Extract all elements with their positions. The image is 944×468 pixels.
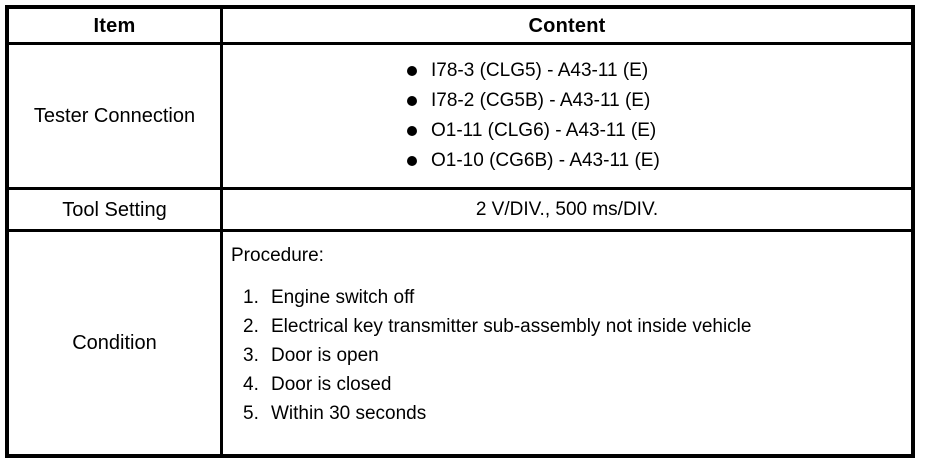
procedure-step-number: 5. <box>243 403 259 424</box>
procedure-title: Procedure: <box>231 245 324 266</box>
filled-circle-bullet-icon <box>407 96 417 106</box>
table-row-condition: Condition Procedure: 1. Engine switch of… <box>9 232 911 454</box>
procedure-step-list: 1. Engine switch off 2. Electrical key t… <box>231 287 911 432</box>
header-label-item: Item <box>93 14 136 37</box>
procedure-step-text: Door is closed <box>271 374 392 395</box>
header-label-content: Content <box>528 14 606 37</box>
list-item: 5. Within 30 seconds <box>231 403 911 432</box>
procedure-step-text: Engine switch off <box>271 287 415 308</box>
list-item: I78-2 (CG5B) - A43-11 (E) <box>407 86 650 116</box>
row-label-condition: Condition <box>72 332 157 354</box>
tester-connection-text: O1-10 (CG6B) - A43-11 (E) <box>431 150 660 171</box>
list-item: 2. Electrical key transmitter sub-assemb… <box>231 316 911 345</box>
table-row-tester-connection: Tester Connection I78-3 (CLG5) - A43-11 … <box>9 45 911 190</box>
list-item: I78-3 (CLG5) - A43-11 (E) <box>407 56 648 86</box>
procedure-step-text: Within 30 seconds <box>271 403 427 424</box>
list-item: 3. Door is open <box>231 345 911 374</box>
row-label-tool-setting: Tool Setting <box>62 198 167 221</box>
table-row-tool-setting: Tool Setting 2 V/DIV., 500 ms/DIV. <box>9 190 911 232</box>
row-content-cell-tester-connection: I78-3 (CLG5) - A43-11 (E) I78-2 (CG5B) -… <box>223 45 911 187</box>
tester-connection-text: O1-11 (CLG6) - A43-11 (E) <box>431 120 657 141</box>
procedure-step-number: 3. <box>243 345 259 366</box>
row-label-cell-tool-setting: Tool Setting <box>9 190 223 229</box>
procedure-step-number: 4. <box>243 374 259 395</box>
header-cell-content: Content <box>223 9 911 42</box>
tester-connection-text: I78-3 (CLG5) - A43-11 (E) <box>431 60 649 81</box>
filled-circle-bullet-icon <box>407 126 417 136</box>
procedure-step-text: Electrical key transmitter sub-assembly … <box>271 316 752 337</box>
list-item: O1-11 (CLG6) - A43-11 (E) <box>407 116 656 146</box>
list-item: 1. Engine switch off <box>231 287 911 316</box>
filled-circle-bullet-icon <box>407 156 417 166</box>
row-label-cell-condition: Condition <box>9 232 223 454</box>
filled-circle-bullet-icon <box>407 66 417 76</box>
specification-table: Item Content Tester Connection I78-3 (CL… <box>5 5 915 458</box>
list-item: O1-10 (CG6B) - A43-11 (E) <box>407 146 660 176</box>
table-header-row: Item Content <box>9 9 911 45</box>
procedure-step-number: 2. <box>243 316 259 337</box>
list-item: 4. Door is closed <box>231 374 911 403</box>
row-content-cell-condition: Procedure: 1. Engine switch off 2. Elect… <box>223 232 911 454</box>
procedure-step-number: 1. <box>243 287 259 308</box>
tool-setting-value: 2 V/DIV., 500 ms/DIV. <box>475 198 659 220</box>
row-label-cell-tester-connection: Tester Connection <box>9 45 223 187</box>
header-cell-item: Item <box>9 9 223 42</box>
tester-connection-text: I78-2 (CG5B) - A43-11 (E) <box>431 90 651 111</box>
row-label-tester-connection: Tester Connection <box>33 105 196 127</box>
procedure-step-text: Door is open <box>271 345 379 366</box>
row-content-cell-tool-setting: 2 V/DIV., 500 ms/DIV. <box>223 190 911 229</box>
tester-connection-list: I78-3 (CLG5) - A43-11 (E) I78-2 (CG5B) -… <box>223 56 911 176</box>
